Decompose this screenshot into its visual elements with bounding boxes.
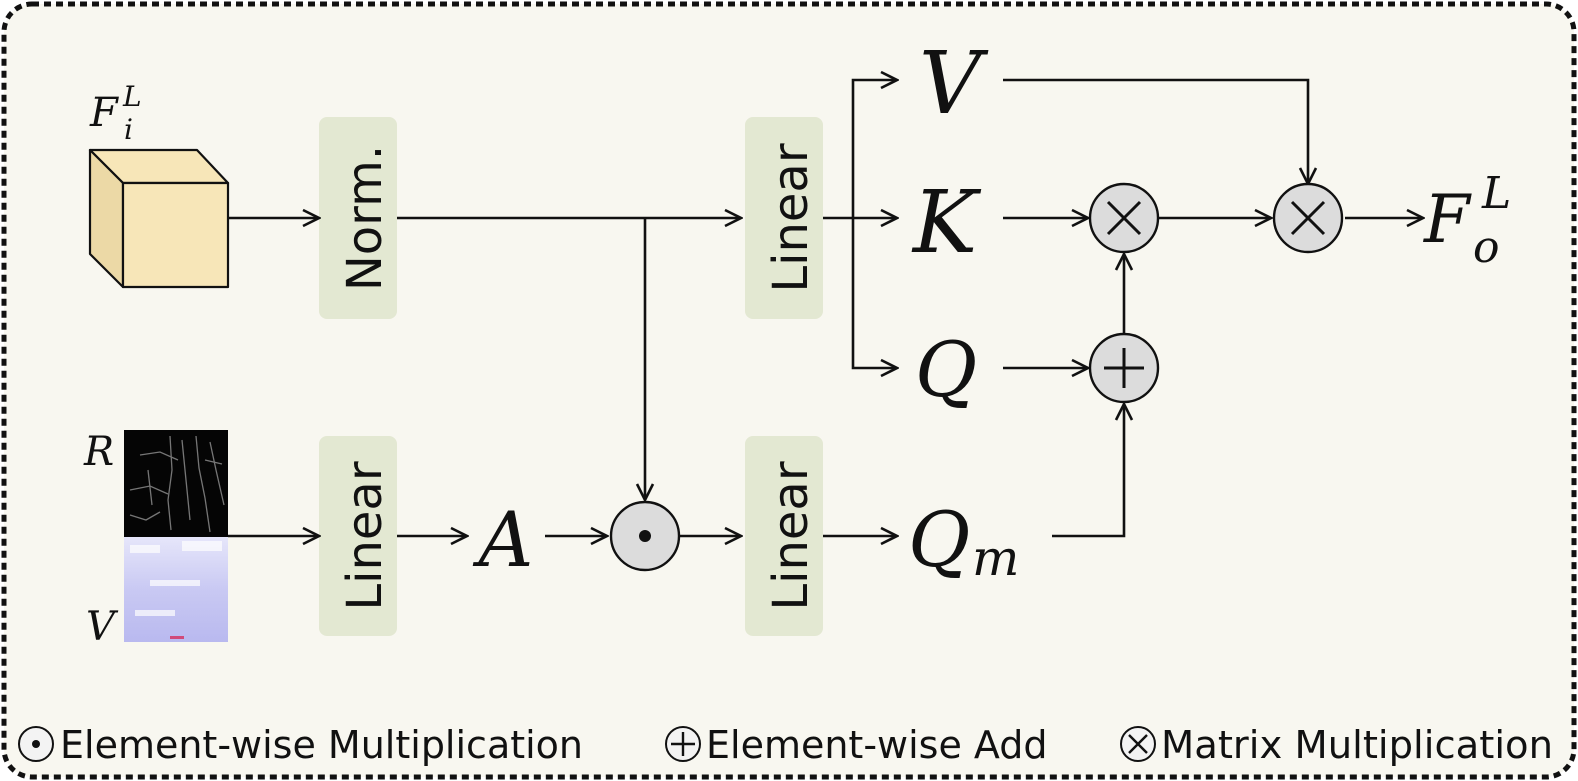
arrow-linear-to-v [851,80,897,218]
connectors [228,80,1423,536]
output-feature-sub: o [1473,222,1500,273]
symbol-qm-base: Q [908,495,970,584]
symbol-qm: Q m [908,495,1019,587]
linear-block-bottom-right-label: Linear [763,461,819,610]
legend-matrix-mult-label: Matrix Multiplication [1161,723,1553,767]
input-feature-base: F [89,90,119,136]
linear-block-bottom-left-label: Linear [337,461,393,610]
linear-block-top: Linear [745,117,823,319]
output-feature-label: F L o [1423,168,1511,273]
legend-elementwise-add-label: Element-wise Add [706,723,1048,767]
symbol-q: Q [915,325,977,414]
output-feature-sup: L [1481,168,1511,219]
symbol-k: K [911,173,982,273]
linear-block-bottom-left: Linear [319,436,397,636]
matmul-operator-2 [1272,182,1344,254]
legend-matrix-mult-icon [1120,726,1156,762]
linear-block-top-label: Linear [763,143,819,292]
add-operator [1088,332,1160,404]
matmul-operator-1 [1088,182,1160,254]
input-feature-sup: L [122,80,142,113]
arrow-qm-to-add [1052,404,1124,538]
norm-block-label: Norm. [337,145,393,291]
r-map-edges [129,435,225,533]
symbol-qm-sub: m [972,529,1019,587]
input-feature-label: F L i [89,80,142,146]
symbol-a: A [473,495,534,584]
output-feature-base: F [1423,181,1472,258]
linear-block-bottom-right: Linear [745,436,823,636]
elementwise-mult-operator [609,500,681,572]
norm-block: Norm. [319,117,397,319]
rv-maps: R V [83,429,228,650]
arrow-linear-to-q [851,218,897,368]
input-cube-icon [88,148,230,289]
legend-elementwise-mult-icon [18,726,54,762]
legend-elementwise-mult-label: Element-wise Multiplication [60,723,583,767]
r-map-image [124,430,228,537]
v-map-image [124,537,228,642]
map-v-label: V [86,604,119,650]
map-r-label: R [83,429,114,475]
symbol-v: V [919,34,989,134]
arrow-v-to-matmul [1003,78,1308,184]
input-feature-sub: i [124,113,133,146]
legend: Element-wise Multiplication Element-wise… [18,723,1553,767]
legend-elementwise-add-icon [665,726,701,762]
